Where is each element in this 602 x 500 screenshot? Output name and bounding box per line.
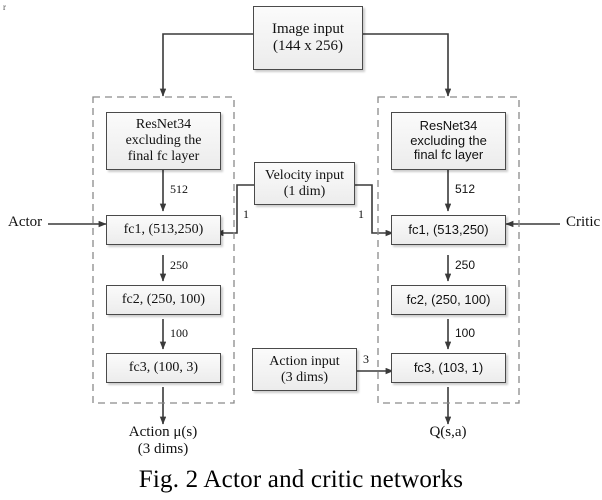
actor-side-label: Actor [8,214,43,230]
image-input-line1: Image input [271,21,345,38]
critic-edge-label-action-3: 3 [363,352,369,366]
critic-output-label: Q(s,a) [398,424,498,441]
actor-backbone-line2: excluding the [125,133,202,149]
node-critic-backbone[interactable]: ResNet34 excluding the final fc layer [391,112,506,170]
critic-edge-label-512: 512 [455,182,476,196]
action-input-line1: Action input [269,353,340,369]
image-input-line2: (144 x 256) [273,38,343,54]
actor-fc2-label: fc2, (250, 100) [121,292,206,308]
node-critic-fc2[interactable]: fc2, (250, 100) [391,285,506,315]
critic-output-line1: Q(s,a) [429,424,467,440]
node-actor-fc2[interactable]: fc2, (250, 100) [106,285,221,315]
actor-fc3-label: fc3, (100, 3) [128,360,199,376]
node-image-input[interactable]: Image input (144 x 256) [253,6,363,70]
actor-backbone-line3: final fc layer [127,148,200,164]
node-actor-backbone[interactable]: ResNet34 excluding the final fc layer [106,112,221,170]
node-critic-fc3[interactable]: fc3, (103, 1) [391,353,506,383]
wire-image-to-actor [159,33,253,97]
actor-fc1-label: fc1, (513,250) [123,222,204,238]
actor-edge-label-250: 250 [170,258,188,272]
actor-edge-label-100: 100 [170,326,188,340]
figure-caption: Fig. 2 Actor and critic networks [138,466,464,493]
critic-edge-label-velocity-1: 1 [358,207,364,221]
actor-output-line2: (3 dims) [137,441,189,457]
actor-output-line1: Action μ(s) [128,424,198,440]
critic-edge-label-100: 100 [455,326,476,340]
node-velocity-input[interactable]: Velocity input (1 dim) [254,162,355,205]
critic-backbone-line3: final fc layer [413,147,484,163]
critic-fc3-label: fc3, (103, 1) [413,359,484,375]
velocity-input-line1: Velocity input [265,167,344,183]
action-input-line2: (3 dims) [280,369,329,385]
critic-backbone-line1: ResNet34 [419,118,478,134]
actor-edge-label-512: 512 [170,182,188,196]
critic-backbone-line2: excluding the [410,132,487,148]
scan-artifact-mark: r [3,2,6,12]
node-action-input[interactable]: Action input (3 dims) [252,348,357,391]
critic-edge-label-250: 250 [455,258,476,272]
velocity-input-line2: (1 dim) [283,183,326,199]
node-actor-fc1[interactable]: fc1, (513,250) [106,215,221,245]
critic-fc2-label: fc2, (250, 100) [406,291,491,307]
actor-edge-label-velocity-1: 1 [243,207,249,221]
critic-side-label: Critic [566,214,601,230]
actor-backbone-line1: ResNet34 [135,117,192,133]
wire-image-to-critic [362,33,452,97]
actor-output-label: Action μ(s) (3 dims) [113,424,213,458]
node-critic-fc1[interactable]: fc1, (513,250) [391,215,506,245]
critic-fc1-label: fc1, (513,250) [408,221,489,237]
node-actor-fc3[interactable]: fc3, (100, 3) [106,353,221,383]
